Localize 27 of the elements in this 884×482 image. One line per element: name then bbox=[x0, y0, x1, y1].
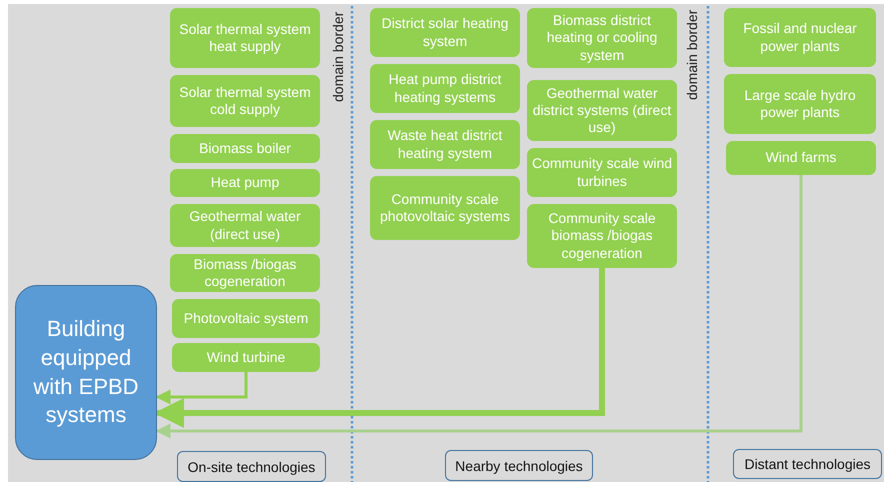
technology-box: Solar thermal system heat supply bbox=[170, 8, 320, 68]
category-label: Nearby technologies bbox=[445, 450, 593, 481]
domain-border-label: domain border bbox=[330, 12, 346, 102]
building-box: Building equipped with EPBD systems bbox=[15, 285, 157, 460]
technology-box: Waste heat district heating system bbox=[370, 120, 520, 169]
technology-box: Geothermal water (direct use) bbox=[170, 204, 320, 247]
technology-box: Geothermal water district systems (direct use) bbox=[527, 80, 677, 141]
arrow bbox=[156, 175, 802, 438]
technology-box: Large scale hydro power plants bbox=[724, 74, 876, 134]
arrow bbox=[156, 372, 248, 404]
technology-box: Heat pump district heating systems bbox=[370, 64, 520, 113]
technology-box: Biomass boiler bbox=[170, 134, 320, 163]
category-label: On-site technologies bbox=[177, 451, 326, 482]
category-label: Distant technologies bbox=[733, 449, 882, 479]
technology-box: Photovoltaic system bbox=[172, 299, 320, 338]
technology-box: Fossil and nuclear power plants bbox=[724, 8, 876, 67]
technology-box: Solar thermal system cold supply bbox=[170, 75, 320, 127]
technology-box: Community scale photovoltaic systems bbox=[370, 176, 520, 240]
technology-box: Community scale biomass /biogas cogeneration bbox=[527, 204, 677, 268]
technology-box: Wind turbine bbox=[172, 343, 320, 372]
technology-box: District solar heating system bbox=[370, 8, 520, 57]
technology-box: Wind farms bbox=[726, 141, 876, 175]
technology-box: Heat pump bbox=[170, 169, 320, 197]
technology-box: Biomass district heating or cooling system bbox=[527, 8, 677, 68]
domain-border-label: domain border bbox=[684, 10, 700, 100]
technology-box: Biomass /biogas cogeneration bbox=[170, 254, 320, 292]
technology-box: Community scale wind turbines bbox=[527, 148, 677, 197]
